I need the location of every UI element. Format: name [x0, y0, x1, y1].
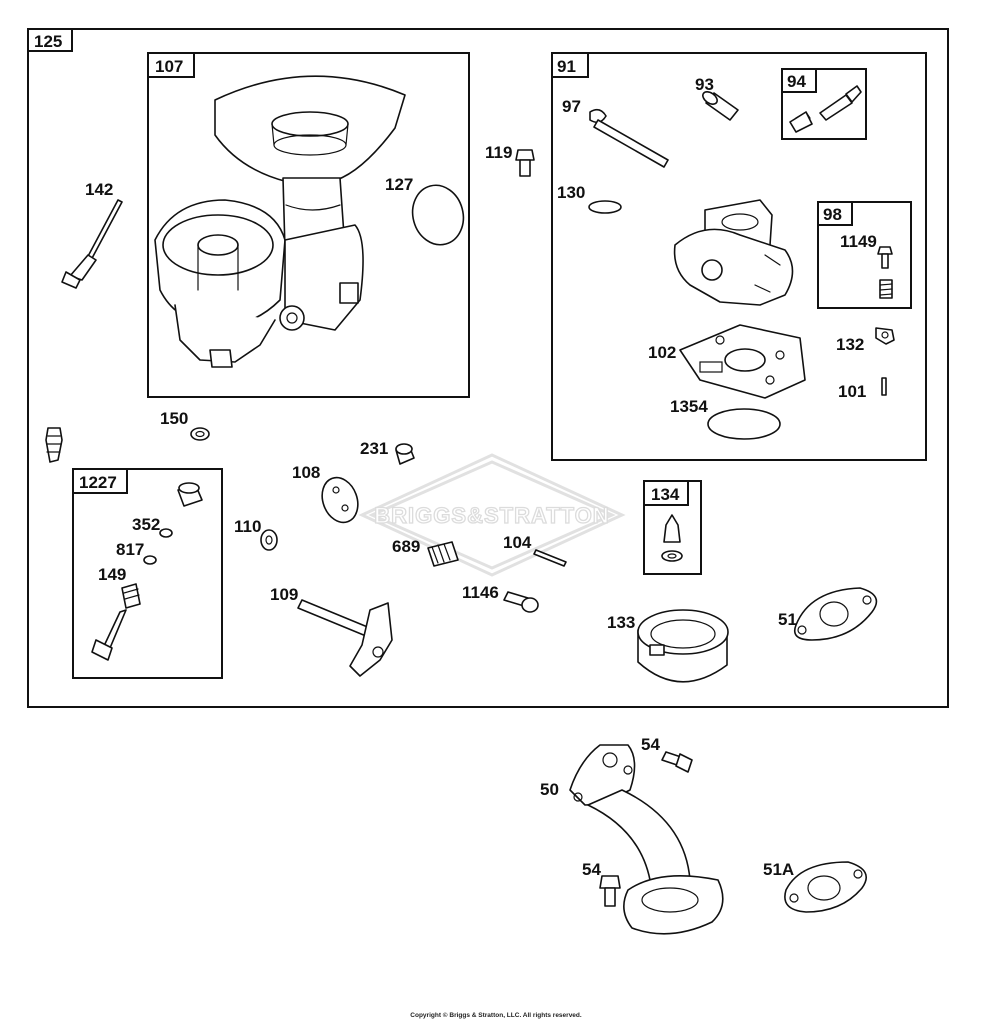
pin-104-drawing: [533, 549, 567, 567]
label-104: 104: [503, 533, 532, 552]
washer-150-drawing: [190, 427, 210, 441]
label-150: 150: [160, 409, 188, 428]
box-134: 134: [643, 480, 702, 575]
screw-1149-drawing: [877, 246, 893, 299]
upper-body-drawing: [673, 199, 794, 306]
box-125: 125: [27, 28, 949, 708]
label-54-top: 54: [641, 735, 660, 754]
gasket-127-drawing: [411, 184, 465, 246]
label-50: 50: [540, 780, 559, 799]
label-109: 109: [270, 585, 298, 604]
bolt-54-top-drawing: [661, 751, 693, 773]
box-125-label: 125: [34, 32, 62, 51]
label-102: 102: [648, 343, 676, 362]
label-132: 132: [836, 335, 864, 354]
label-149: 149: [98, 565, 126, 584]
box-94-label: 94: [787, 72, 806, 91]
label-54-bottom: 54: [582, 860, 601, 879]
shaft-109-drawing: [297, 599, 393, 677]
label-352: 352: [132, 515, 160, 534]
label-231: 231: [360, 439, 388, 458]
bushing-93-drawing: [702, 91, 739, 121]
label-93: 93: [695, 75, 714, 94]
label-1149: 1149: [840, 232, 877, 251]
box-94: 94: [781, 68, 867, 140]
label-108: 108: [292, 463, 320, 482]
shaft-97-drawing: [589, 108, 669, 168]
copyright-footer: Copyright © Briggs & Stratton, LLC. All …: [410, 1012, 582, 1019]
bolt-54-bottom-drawing: [599, 875, 621, 907]
label-97: 97: [562, 97, 581, 116]
label-127: 127: [385, 175, 413, 194]
pin-101-drawing: [881, 377, 887, 396]
plug-231-drawing: [395, 443, 415, 465]
elbow-50-drawing: [569, 744, 724, 935]
clip-132-drawing: [875, 327, 895, 345]
gasket-102-drawing: [679, 324, 806, 399]
label-110: 110: [234, 517, 261, 536]
ring-133-drawing: [637, 609, 729, 683]
gasket-51-drawing: [793, 587, 878, 641]
box-107-label: 107: [155, 57, 183, 76]
screw-1146-drawing: [503, 591, 539, 613]
label-1354: 1354: [670, 397, 708, 416]
plate-108-drawing: [321, 476, 359, 524]
label-689: 689: [392, 537, 420, 556]
disc-130-drawing: [588, 200, 622, 214]
label-119: 119: [485, 143, 512, 162]
needle-94-drawing: [789, 85, 862, 133]
box-91-label: 91: [557, 57, 576, 76]
label-51: 51: [778, 610, 797, 629]
watermark: BRIGGS&STRATTON: [358, 453, 626, 577]
washer-110-drawing: [260, 529, 278, 551]
gasket-51A-drawing: [784, 861, 867, 913]
box-107: 107: [147, 52, 470, 398]
needle-142-drawing: [61, 199, 123, 289]
watermark-text: BRIGGS&STRATTON: [374, 503, 609, 528]
box-1227: 1227: [72, 468, 223, 679]
adjust-kit-1227-drawing: [91, 482, 203, 661]
label-130: 130: [557, 183, 585, 202]
label-817: 817: [116, 540, 144, 559]
box-1227-label: 1227: [79, 473, 117, 492]
label-101: 101: [838, 382, 866, 401]
spring-689-drawing: [427, 541, 459, 567]
oring-1354-drawing: [707, 408, 781, 440]
label-1146: 1146: [462, 583, 499, 602]
label-51A: 51A: [763, 860, 794, 879]
label-133: 133: [607, 613, 635, 632]
label-142: 142: [85, 180, 113, 199]
box-98-label: 98: [823, 205, 842, 224]
screw-119-drawing: [515, 149, 535, 177]
box-98: 98: [817, 201, 912, 309]
box-91: 91: [551, 52, 927, 461]
box-134-label: 134: [651, 485, 680, 504]
carburetor-body-drawing: [154, 75, 406, 368]
inlet-needle-134-drawing: [661, 514, 683, 562]
primer-bulb-drawing: [45, 427, 63, 463]
